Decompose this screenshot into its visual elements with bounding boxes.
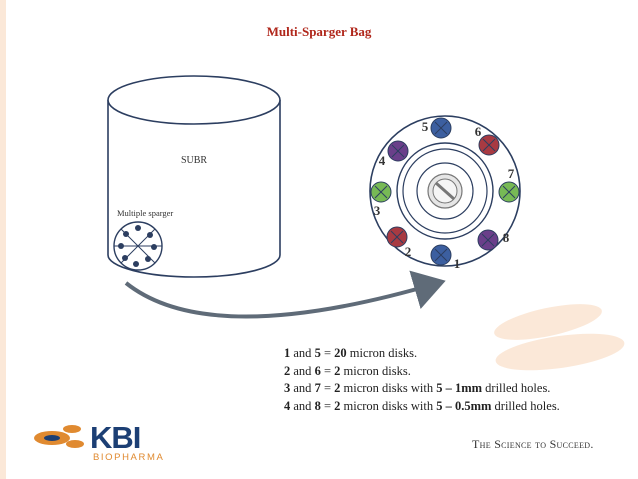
legend-line: 3 and 7 = 2 micron disks with 5 – 1mm dr… — [284, 381, 551, 395]
port-3: 3 — [370, 181, 392, 218]
port-group: 1 2 3 4 5 6 7 8 — [370, 117, 520, 271]
port-1: 1 — [430, 244, 461, 271]
vessel-label: SUBR — [181, 155, 207, 166]
logo-subtitle: BIOPHARMA — [93, 452, 165, 463]
port-6: 6 — [475, 124, 500, 156]
legend-line: 2 and 6 = 2 micron disks. — [284, 363, 411, 378]
kbi-logo-icon — [34, 425, 84, 448]
port-5: 5 — [422, 117, 452, 139]
tagline: The Science to Succeed. — [472, 437, 594, 451]
port-number-label: 5 — [422, 119, 429, 134]
port-7: 7 — [498, 166, 520, 203]
port-number-label: 6 — [475, 124, 482, 139]
legend-line: 4 and 8 = 2 micron disks with 5 – 0.5mm … — [284, 398, 560, 413]
port-number-label: 1 — [454, 256, 461, 271]
sparger-disk-icon — [113, 221, 163, 271]
legend-line: 1 and 5 = 20 micron disks. — [284, 346, 418, 360]
legend: 1 and 5 = 20 micron disks. 2 and 6 = 2 mi… — [284, 345, 560, 415]
port-number-label: 3 — [374, 203, 381, 218]
logo-name: KBI — [90, 420, 141, 455]
port-number-label: 4 — [379, 153, 386, 168]
port-number-label: 8 — [503, 230, 510, 245]
port-2: 2 — [386, 226, 412, 259]
port-8: 8 — [477, 229, 510, 251]
sparger-label: Multiple sparger — [117, 208, 173, 218]
port-4: 4 — [379, 140, 409, 168]
port-number-label: 7 — [508, 166, 515, 181]
slide-title: Multi-Sparger Bag — [266, 24, 372, 39]
port-number-label: 2 — [405, 244, 412, 259]
curved-arrow — [124, 270, 446, 319]
